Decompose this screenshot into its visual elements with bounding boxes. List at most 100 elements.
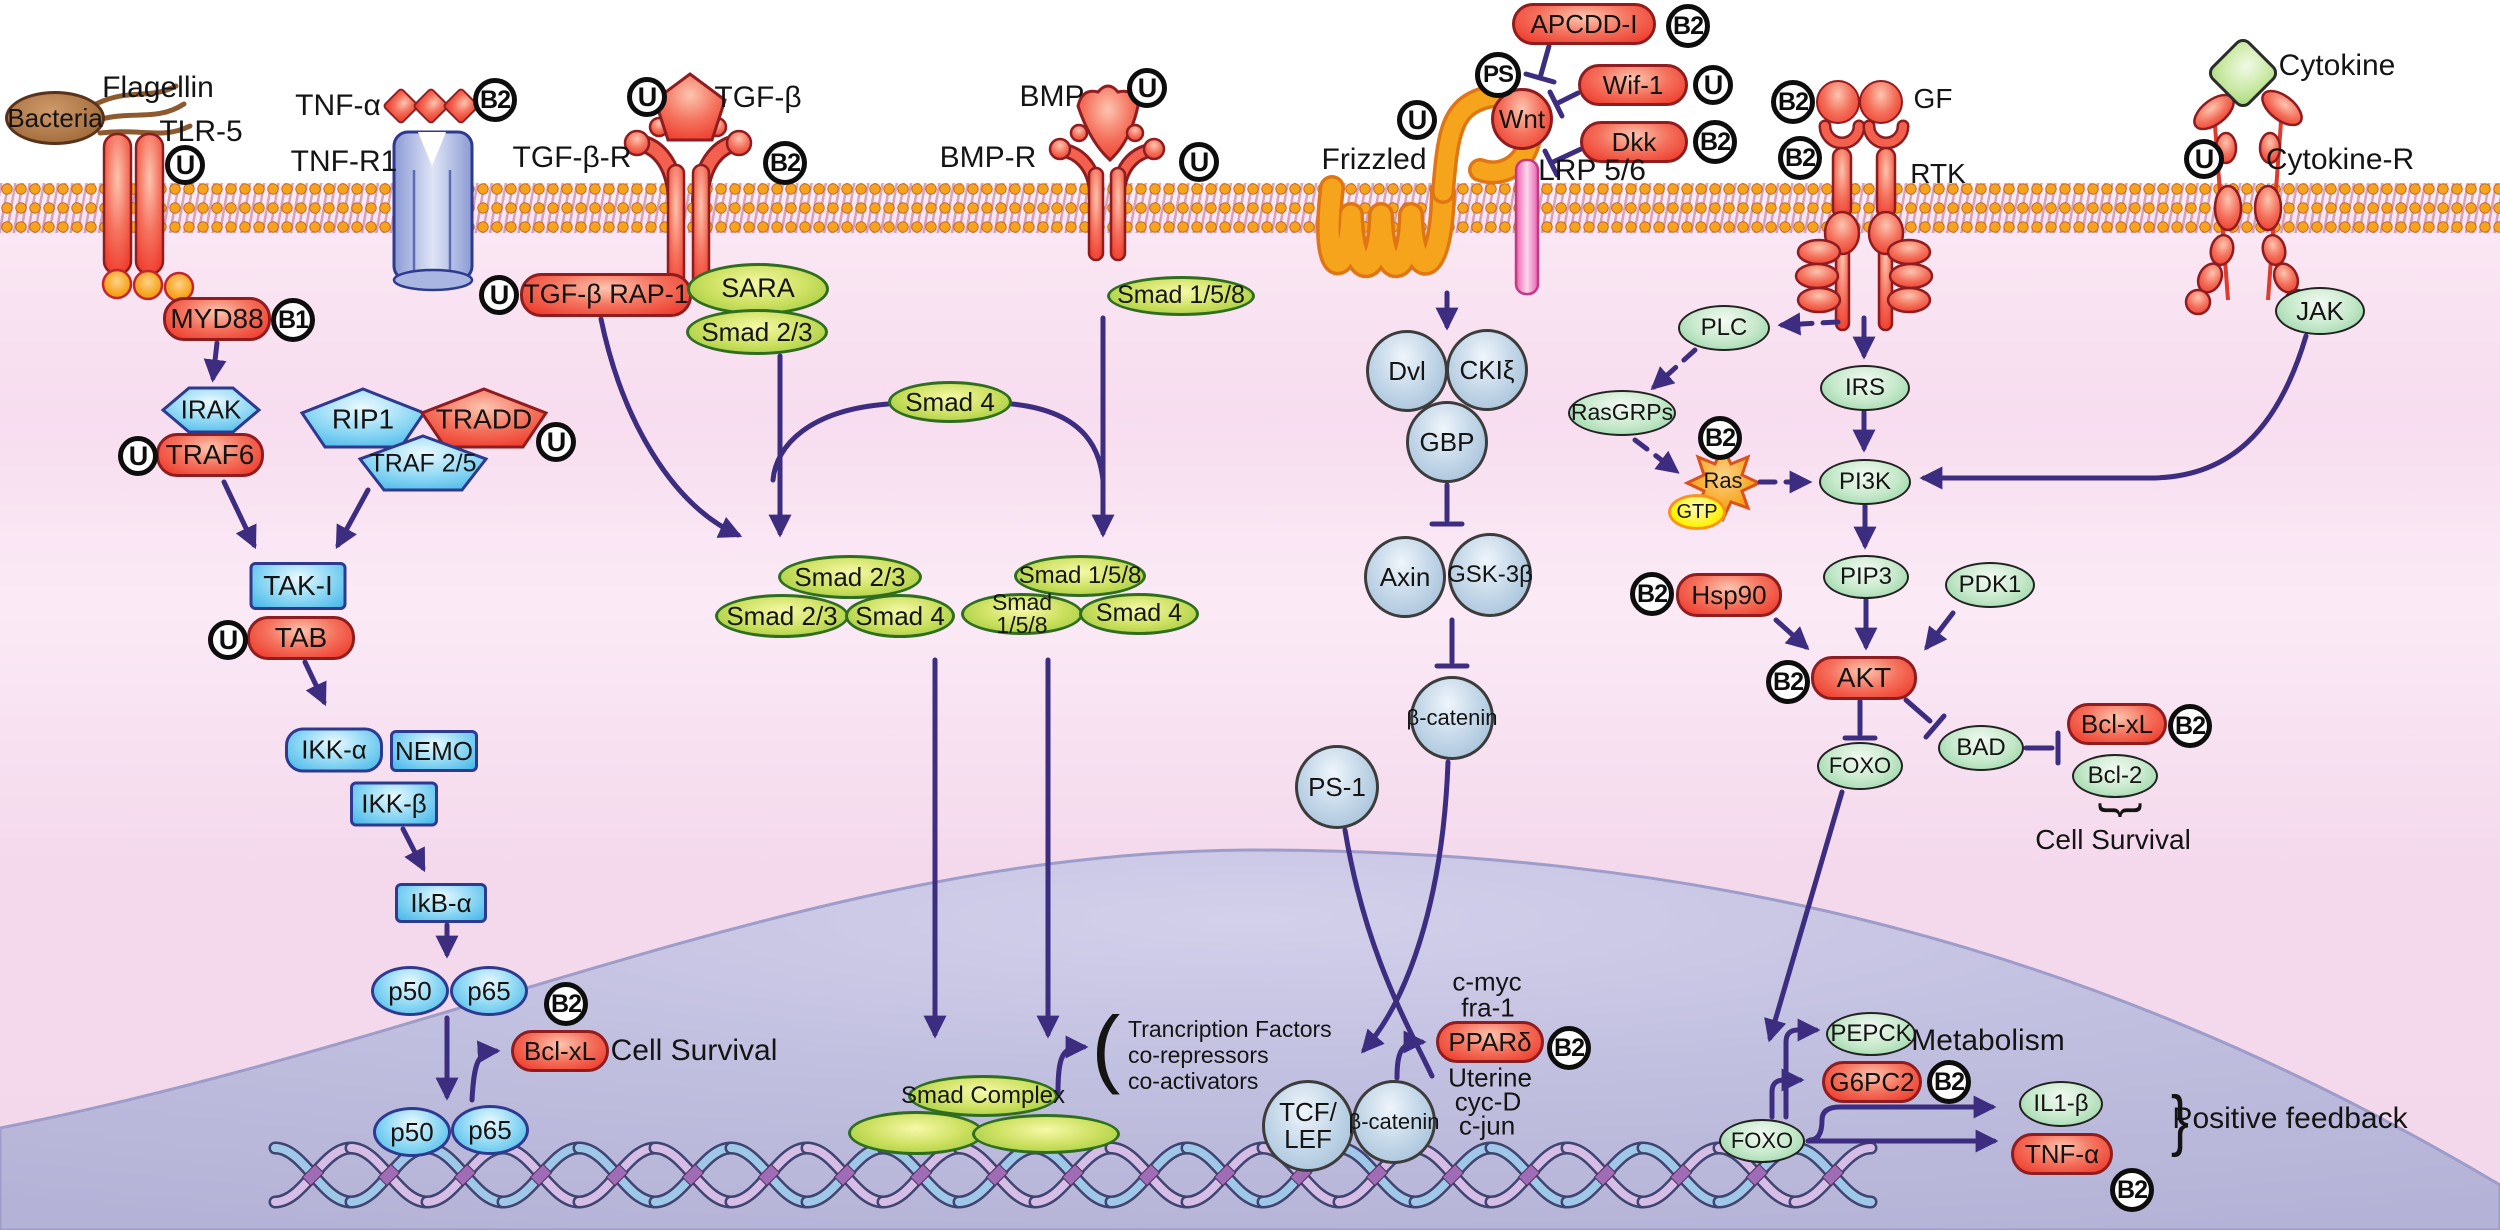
node-ikka: IKK-α [285,727,383,773]
lrp56-receptor-icon [1514,158,1540,296]
label-co-activators: co-activators [1128,1068,1259,1094]
node-gbp: GBP [1406,401,1488,483]
marker-b2-ppard: B2 [1547,1026,1591,1070]
node-smad158-trimer-top: Smad 1/5/8 [1014,555,1146,597]
node-pip3: PIP3 [1823,555,1909,599]
node-foxo-cyto: FOXO [1817,742,1903,790]
marker-b2-rtk: B2 [1778,136,1822,180]
label-gf: GF [1913,83,1953,114]
cytokine-receptor-icon [2184,89,2311,316]
label-cell-survival-nfkb: Cell Survival [610,1034,778,1067]
label-tlr5: TLR-5 [159,115,243,148]
node-gsk3b: GSK-3β [1447,533,1533,617]
label-cell-survival-akt: Cell Survival [2035,824,2191,855]
node-tab: TAB [247,616,355,660]
rtk-receptor-icon [1794,119,1934,332]
marker-b2-tnf: B2 [473,78,517,122]
marker-b2-ras: B2 [1698,416,1742,460]
node-traf25: TRAF 2/5 [369,449,477,478]
node-p50-nuc: p50 [373,1107,451,1157]
node-smad4-trimer-left: Smad 4 [845,594,955,638]
node-ppard: PPARδ [1436,1021,1544,1063]
node-rasgrps: RasGRPs [1568,390,1676,436]
smad-complex-ellipse [972,1114,1120,1154]
marker-b2-gf: B2 [1771,80,1815,124]
rip1-pentagon [299,387,427,449]
irak-hexagon [160,386,262,434]
node-bad: BAD [1938,725,2024,771]
marker-b1-myd88: B1 [271,298,315,342]
node-bcatenin-cyto: β-catenin [1407,676,1497,760]
label-bmp: BMP [1019,80,1085,113]
node-wif1: Wif-1 [1578,64,1688,106]
node-rip1: RIP1 [331,403,395,435]
nucleus [0,848,2500,1230]
node-tradd: TRADD [435,403,533,435]
label-rtk: RTK [1910,158,1966,189]
dashed-arrows [1632,312,1841,494]
label-tgfbr: TGF-β-R [512,141,632,174]
tnfr1-receptor-icon [392,130,474,292]
label-fra1: fra-1 [1461,992,1515,1023]
node-smad158-trimer-left: Smad 1/5/8 [961,590,1083,637]
marker-b2-bclxl: B2 [2168,704,2212,748]
gf-ligand-icon [1816,80,1860,124]
node-axin: Axin [1364,536,1446,618]
node-myd88: MYD88 [163,297,271,341]
tlr5-receptor-icon [101,132,195,303]
node-pi3k: PI3K [1819,459,1911,505]
gf-ligand-icon [1859,80,1903,124]
node-nemo: NEMO [390,730,478,772]
label-cytokine: Cytokine [2278,49,2396,82]
node-smad158-bmp: Smad 1/5/8 [1107,276,1255,316]
label-frizzled: Frizzled [1321,143,1427,176]
node-irak: IRAK [180,394,242,425]
marker-u-tradd: U [536,422,576,462]
marker-u-bmpr: U [1179,142,1219,182]
marker-u-tlr5: U [165,145,205,185]
node-plc: PLC [1678,305,1770,351]
label-uterine: Uterine [1448,1062,1532,1093]
marker-b2-tgfbr: B2 [763,141,807,185]
node-tnfa-gene: TNF-α [2011,1133,2113,1175]
node-smad4-free: Smad 4 [888,381,1012,423]
node-traf6: TRAF6 [156,433,264,477]
label-transcription-factors: Trancription Factors [1128,1016,1332,1042]
label-cytokine-r: Cytokine-R [2265,143,2415,176]
node-smad4-trimer-right: Smad 4 [1079,593,1199,635]
node-akt: AKT [1811,656,1917,700]
marker-b2-g6pc2: B2 [1927,1060,1971,1104]
label-flagellin: Flagellin [102,71,214,104]
brace-cell-survival: { [2090,802,2142,818]
node-ps1: PS-1 [1295,745,1379,829]
marker-b2-apcdd: B2 [1666,4,1710,48]
label-cycd: cyc-D [1454,1086,1522,1117]
node-pdk1: PDK1 [1945,562,2035,608]
node-bacteria: Bacteria [5,91,105,145]
marker-u-tab: U [208,620,248,660]
node-hsp90: Hsp90 [1676,573,1782,617]
node-ikba: IkB-α [395,883,487,923]
marker-u-wif1: U [1693,65,1733,105]
label-tnf-alpha: TNF-α [295,89,381,122]
node-bclxl-nfkb: Bcl-xL [511,1030,609,1072]
node-apcdd: APCDD-I [1512,3,1656,45]
node-wnt: Wnt [1491,88,1553,150]
node-irs: IRS [1820,365,1910,411]
node-g6pc2: G6PC2 [1822,1061,1922,1103]
label-metabolism: Metabolism [1911,1024,2065,1057]
traf25-pentagon [357,434,489,492]
marker-u-tgfb: U [627,77,667,117]
node-taki: TAK-I [249,562,347,610]
marker-u-bmp: U [1127,68,1167,108]
node-gtp: GTP [1668,494,1726,530]
node-sara: SARA [687,263,829,315]
marker-u-frizzled: U [1397,100,1437,140]
marker-b2-dkk: B2 [1693,120,1737,164]
node-smad-complex: Smad Complex [901,1075,1065,1117]
node-p65-nuc: p65 [451,1105,529,1155]
node-bcatenin-nuc: β-catenin [1349,1080,1439,1164]
node-p65-cyto: p65 [450,966,528,1016]
